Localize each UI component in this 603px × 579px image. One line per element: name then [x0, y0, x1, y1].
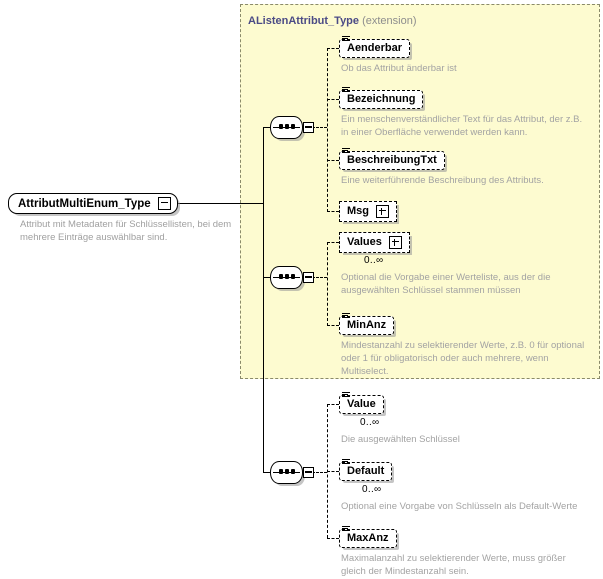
extension-panel-label: AListenAttribut_Type (extension): [248, 15, 417, 27]
node-description-value: Die ausgewählten Schlüssel: [341, 434, 460, 445]
node-bezeichnung[interactable]: Bezeichnung: [339, 87, 424, 109]
connector-seq1-bezeichnung: [327, 99, 339, 100]
sequence-dot: [279, 469, 283, 474]
connector-seq2-values: [327, 242, 339, 243]
minus-icon[interactable]: [303, 271, 314, 283]
node-label: Default: [347, 465, 385, 477]
node-aenderbar[interactable]: Aenderbar: [339, 36, 411, 58]
node-description-beschreibungtxt: Eine weiterführende Beschreibung des Att…: [341, 175, 544, 186]
node-description-minanz: Mindestanzahl zu selektierender Werte, z…: [341, 340, 585, 377]
connector-seq3-out: [312, 472, 327, 473]
connector-seq1-msg: [327, 211, 339, 212]
connector-trunk-seq3: [263, 472, 270, 473]
cardinality-value: 0..∞: [360, 417, 380, 428]
node-label: MaxAnz: [347, 532, 389, 544]
cardinality-values: 0..∞: [364, 255, 384, 266]
connector-seq2-minanz: [327, 325, 339, 326]
connector-seq1-spine: [327, 48, 328, 212]
sequence-dot: [291, 274, 295, 279]
plus-icon[interactable]: [376, 205, 389, 218]
sequence-compositor-1[interactable]: [270, 116, 314, 139]
node-label: Value: [347, 398, 376, 410]
plus-icon[interactable]: [388, 236, 402, 249]
node-label: MinAnz: [347, 319, 387, 331]
root-type-description: Attribut mit Metadaten für Schlüssellist…: [20, 219, 232, 243]
node-description-aenderbar: Ob das Attribut änderbar ist: [341, 63, 457, 74]
connector-seq3-value: [327, 404, 339, 405]
connector-seq3-default: [327, 471, 339, 472]
node-description-default: Optional eine Vorgabe von Schlüsseln als…: [341, 501, 578, 512]
sequence-dot: [285, 274, 289, 279]
extension-panel: [240, 4, 600, 379]
minus-icon[interactable]: [303, 466, 314, 478]
node-label: BeschreibungTxt: [347, 154, 437, 166]
connector-seq1-beschreibungtxt: [327, 160, 339, 161]
sequence-dot: [291, 469, 295, 474]
node-label: Bezeichnung: [347, 93, 416, 105]
sequence-dot: [279, 274, 283, 279]
node-label: Msg: [347, 205, 369, 217]
node-value[interactable]: Value: [339, 392, 384, 414]
connector-trunk-seq1: [263, 127, 270, 128]
connector-root-trunk: [168, 203, 263, 204]
connector-trunk-vertical: [263, 127, 264, 472]
connector-seq1-aenderbar: [327, 48, 339, 49]
extension-kind-label: (extension): [362, 15, 417, 27]
connector-seq1-out: [312, 127, 327, 128]
sequence-dot: [291, 124, 295, 129]
extension-base-type: AListenAttribut_Type: [248, 15, 360, 27]
node-label: Aenderbar: [347, 42, 403, 54]
sequence-compositor-2[interactable]: [270, 266, 314, 289]
node-label: Values: [347, 236, 382, 248]
connector-seq3-maxanz: [327, 538, 339, 539]
node-default[interactable]: Default: [339, 459, 393, 481]
connector-seq2-spine: [327, 242, 328, 326]
node-description-maxanz: Maximalanzahl zu selektierender Werte, m…: [341, 553, 566, 577]
connector-trunk-seq2: [263, 277, 270, 278]
cardinality-default: 0..∞: [362, 484, 382, 495]
node-msg[interactable]: Msg: [339, 201, 397, 222]
node-description-bezeichnung: Ein menschenverständlicher Text für das …: [341, 114, 583, 138]
minus-icon[interactable]: [303, 121, 314, 133]
connector-seq2-out: [312, 277, 327, 278]
sequence-compositor-3[interactable]: [270, 461, 314, 484]
node-description-values: Optional die Vorgabe einer Werteliste, a…: [341, 272, 551, 296]
sequence-dot: [279, 124, 283, 129]
node-minanz[interactable]: MinAnz: [339, 313, 395, 335]
node-maxanz[interactable]: MaxAnz: [339, 526, 397, 548]
root-type-box[interactable]: AttributMultiEnum_Type: [8, 193, 178, 214]
sequence-dot: [285, 469, 289, 474]
sequence-dot: [285, 124, 289, 129]
node-beschreibungtxt[interactable]: BeschreibungTxt: [339, 148, 445, 170]
minus-icon[interactable]: [157, 197, 171, 210]
root-type-label: AttributMultiEnum_Type: [18, 197, 151, 210]
node-values[interactable]: Values: [339, 232, 410, 253]
